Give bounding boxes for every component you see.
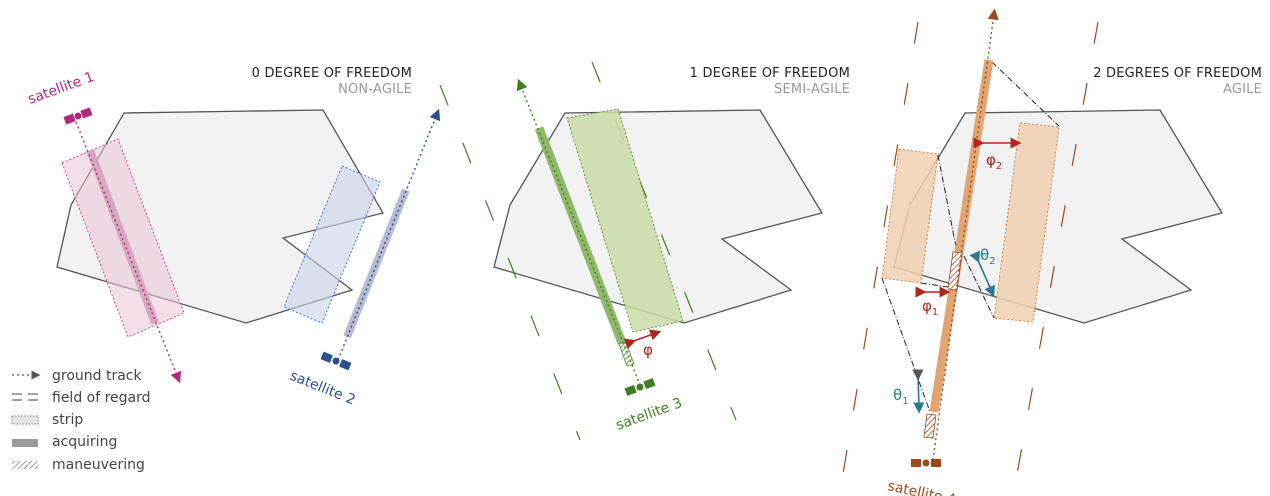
acquiring-bar-sat4: [929, 59, 994, 413]
satellite-2-label: satellite 2: [288, 368, 358, 409]
legend-item-field-of-regard: field of regard: [12, 390, 151, 406]
dotted-box-icon: [11, 415, 39, 425]
panel-2-dof: 2 DEGREES OF FREEDOM AGILE φ2 φ1 θ2: [841, 8, 1262, 496]
legend-item-acquiring: acquiring: [12, 434, 117, 450]
dashed-lines-icon: [12, 393, 38, 401]
strip-sat2: [283, 165, 381, 324]
satellite-3-icon: [624, 378, 656, 396]
satellite-1-icon: [63, 107, 93, 125]
satellite-1-label: satellite 1: [26, 69, 96, 108]
solid-bar-icon: [12, 439, 38, 447]
maneuvering-sat3: [618, 341, 635, 367]
satellite-4-label: satellite 4: [886, 478, 957, 496]
theta2-arrow: [969, 250, 995, 298]
area-of-interest-2: [493, 109, 824, 324]
strip-sat3: [566, 108, 684, 333]
satellite-3-label: satellite 3: [614, 395, 684, 434]
panel-2-title: 2 DEGREES OF FREEDOM: [1093, 66, 1262, 81]
field-of-regard-left-3: [439, 84, 581, 441]
panel-2-subtitle: AGILE: [1223, 82, 1262, 97]
legend-label-ground-track: ground track: [52, 368, 143, 384]
phi1-label: φ1: [922, 297, 938, 318]
field-of-regard-left-4: [841, 21, 919, 481]
maneuvering-sat4-low: [923, 413, 937, 439]
field-of-regard-right-4: [1015, 21, 1099, 481]
satellite-4-icon: [911, 459, 941, 467]
phi-arrow: [623, 329, 662, 350]
panel-0-subtitle: NON-AGILE: [338, 82, 412, 97]
panel-1-title: 1 DEGREE OF FREEDOM: [690, 66, 850, 81]
legend-label-maneuvering: maneuvering: [52, 457, 145, 473]
legend-item-maneuvering: maneuvering: [12, 457, 145, 473]
theta1-arrow: [912, 369, 925, 414]
maneuvering-sat4-mid: [947, 251, 963, 291]
satellite-2-icon: [320, 351, 352, 371]
phi2-label: φ2: [986, 151, 1002, 172]
legend-label-acquiring: acquiring: [52, 434, 117, 450]
legend-label-field-of-regard: field of regard: [52, 390, 151, 406]
ground-track-sat1: [75, 121, 182, 384]
theta2-label: θ2: [980, 246, 996, 267]
hatched-bar-icon: [12, 461, 38, 469]
theta1-label: θ1: [893, 386, 909, 407]
legend-label-strip: strip: [52, 412, 83, 428]
legend-item-strip: strip: [11, 412, 83, 428]
panel-0-dof: 0 DEGREE OF FREEDOM NON-AGILE satellite …: [26, 66, 441, 409]
area-of-interest-3: [893, 109, 1224, 324]
panel-1-dof: 1 DEGREE OF FREEDOM SEMI-AGILE φ satelli…: [439, 61, 850, 441]
legend: ground track field of regard strip acqui…: [11, 368, 151, 473]
ground-track-sat2: [337, 108, 441, 361]
panel-0-title: 0 DEGREE OF FREEDOM: [252, 66, 412, 81]
ground-track-sat4: [932, 8, 999, 461]
strip-sat4-right: [993, 122, 1060, 323]
panel-1-subtitle: SEMI-AGILE: [774, 82, 850, 97]
phi-label: φ: [643, 341, 653, 359]
legend-item-ground-track: ground track: [12, 368, 143, 384]
